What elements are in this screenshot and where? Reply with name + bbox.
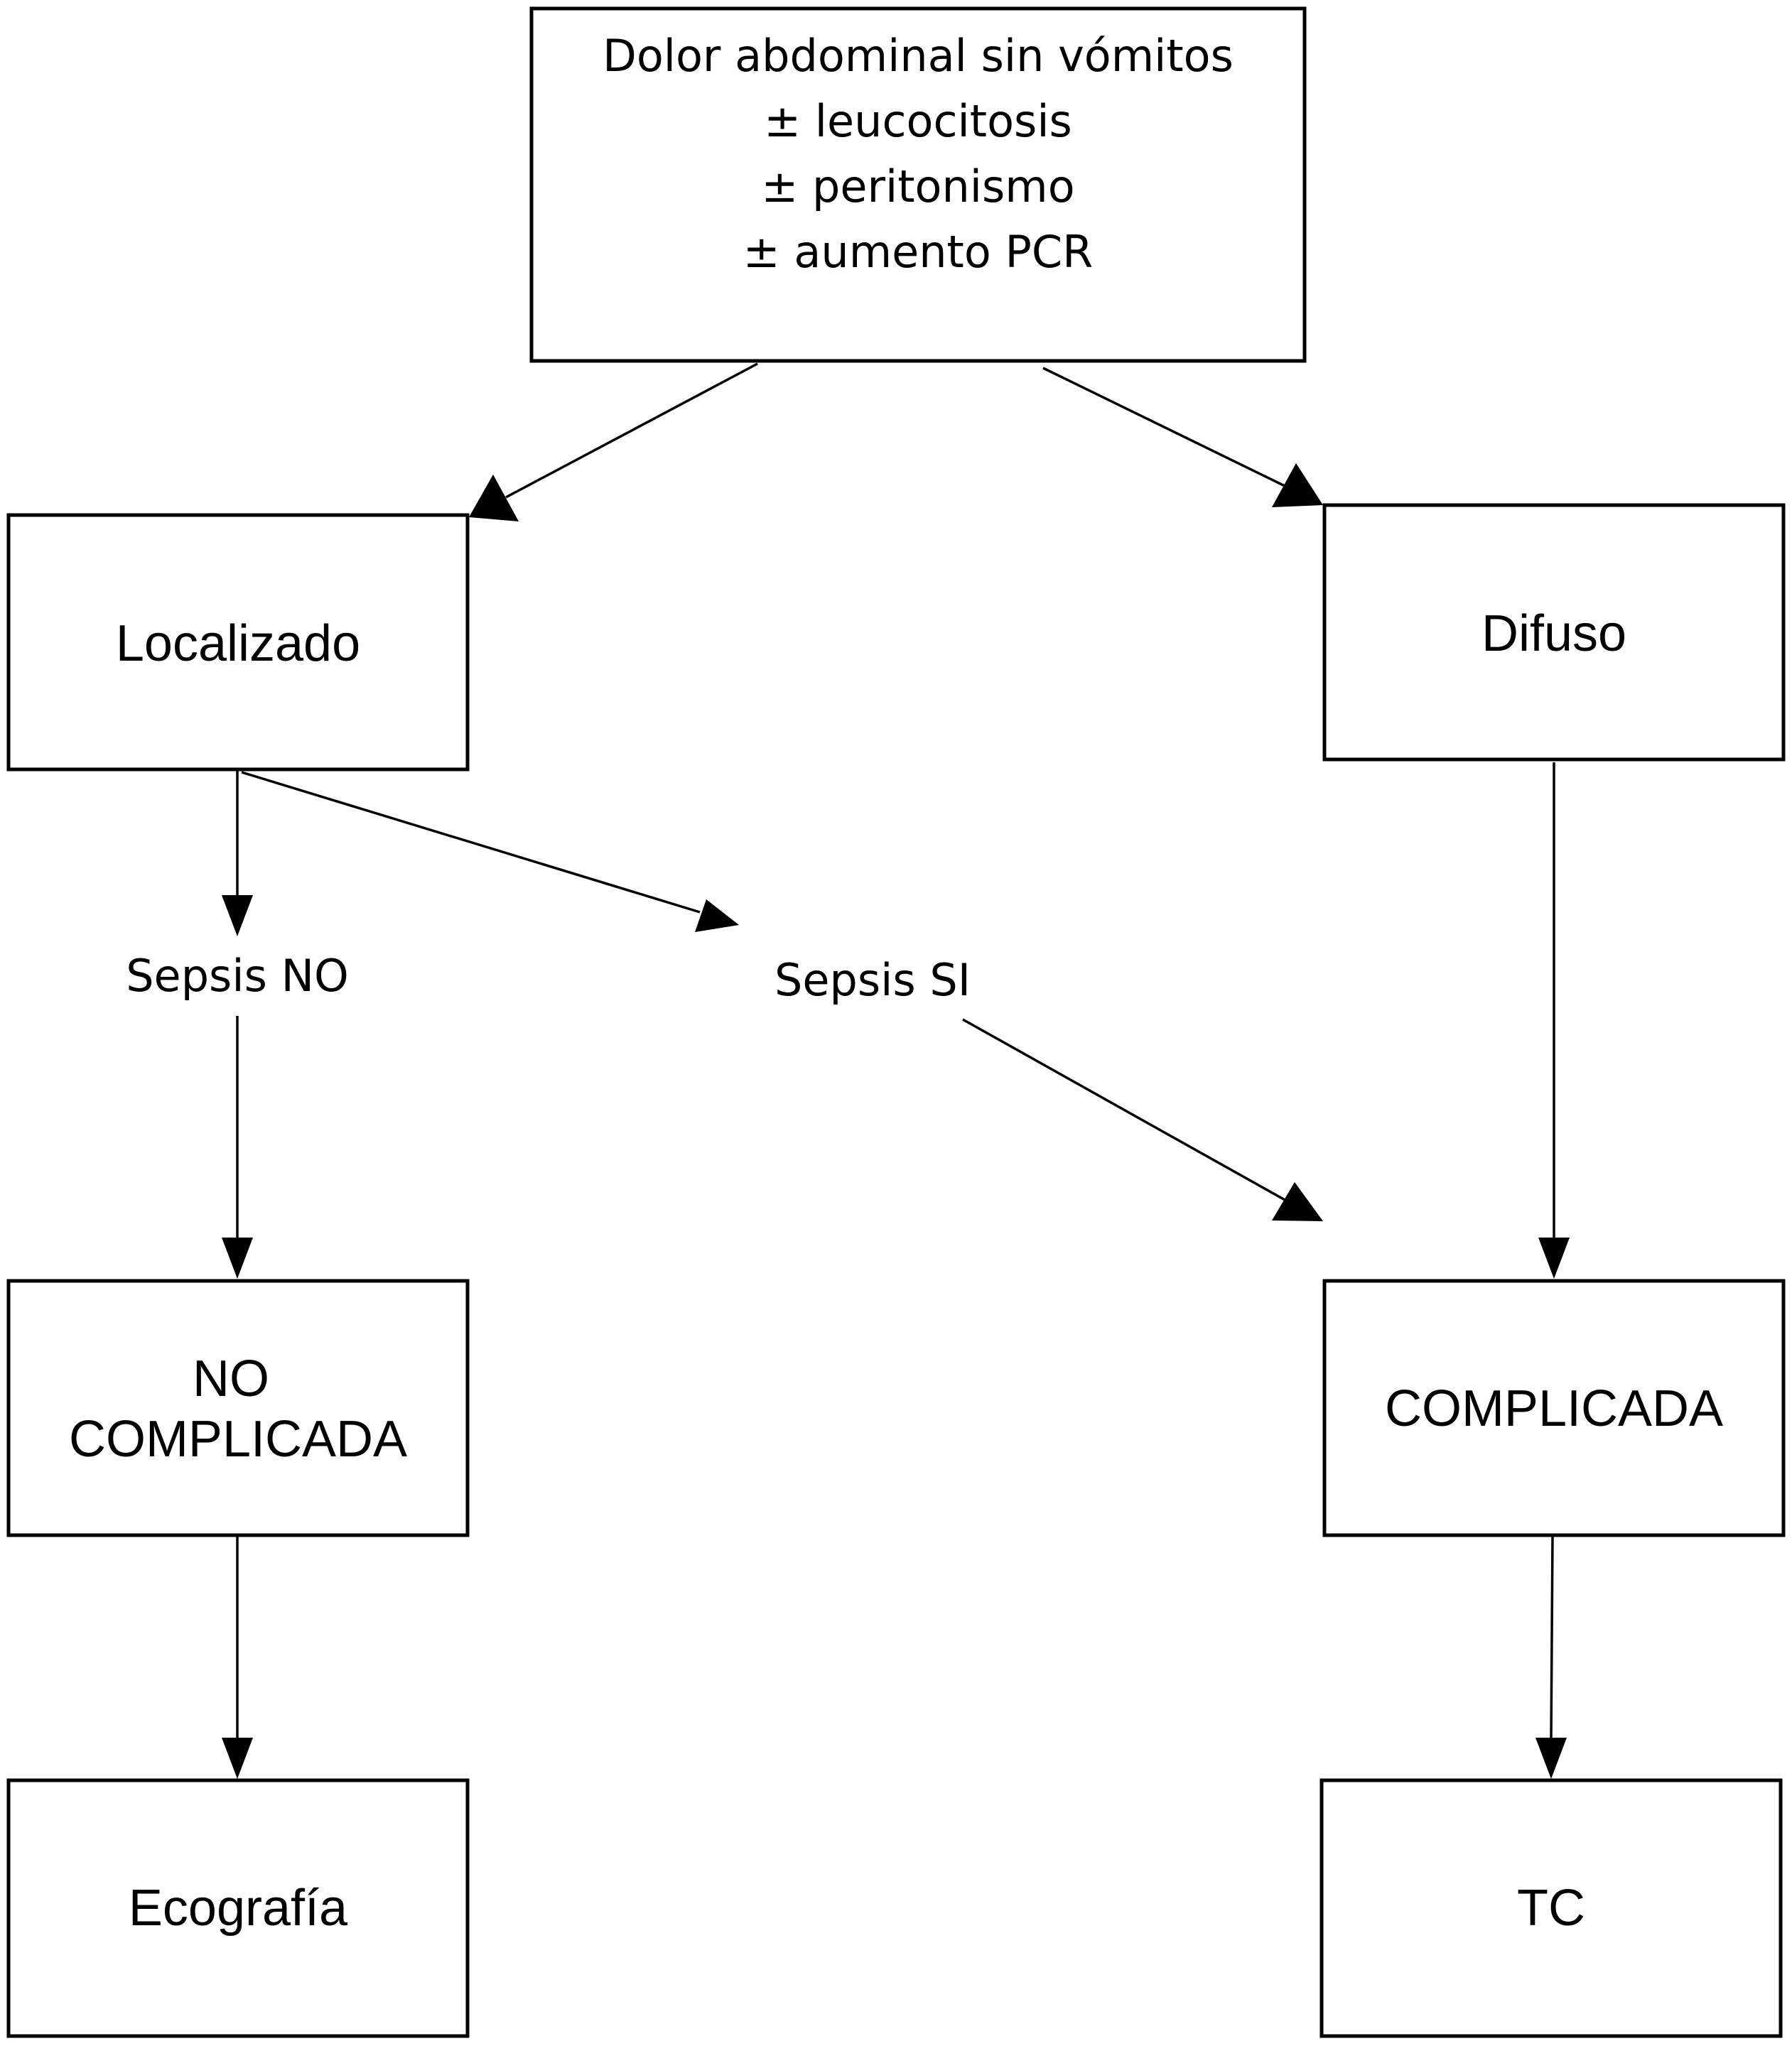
no-complicada-node-line-1: NO	[193, 1351, 269, 1407]
arrowhead-icon	[469, 475, 519, 521]
complicada-node-label: COMPLICADA	[1385, 1380, 1723, 1437]
edge-no-complicada-to-ecografia	[222, 1537, 253, 1779]
start-node-line-4: ± aumento PCR	[743, 226, 1094, 278]
difuso-node-box	[1322, 503, 1786, 762]
complicada-node-box	[1322, 1279, 1786, 1537]
ecografia-node-box	[6, 1778, 470, 2038]
edge-difuso-to-complicada	[1538, 762, 1570, 1279]
edge-localizado-to-sepsis-no	[222, 771, 253, 936]
edge-sepsis-si-to-complicada	[962, 1018, 1323, 1221]
start-node-line-1: Dolor abdominal sin vómitos	[603, 30, 1234, 82]
no-complicada-node-line-2: COMPLICADA	[69, 1411, 407, 1468]
localizado-node-box	[6, 513, 470, 772]
arrowhead-icon	[1535, 1738, 1567, 1779]
difuso-node: Difuso	[1322, 503, 1786, 762]
edge-localizado-to-sepsis-si	[241, 771, 739, 932]
arrowhead-icon	[222, 1738, 253, 1779]
arrowhead-icon	[222, 895, 253, 936]
arrowhead-icon	[222, 1238, 253, 1279]
no-complicada-node: NO COMPLICADA	[6, 1279, 470, 1537]
difuso-node-label: Difuso	[1481, 605, 1626, 662]
start-node-line-3: ± peritonismo	[761, 161, 1074, 212]
localizado-node: Localizado	[6, 513, 470, 772]
edge-sepsis-no-to-no-complicada	[222, 1016, 253, 1279]
ecografia-node: Ecografía	[6, 1778, 470, 2038]
edge-complicada-to-tc	[1535, 1536, 1567, 1779]
sepsis-no-label: Sepsis NO	[126, 950, 349, 1002]
tc-node: TC	[1319, 1778, 1783, 2038]
arrowhead-icon	[1272, 463, 1323, 507]
sepsis-si-label: Sepsis SI	[774, 954, 971, 1006]
arrowhead-icon	[695, 899, 739, 932]
start-node: Dolor abdominal sin vómitos ± leucocitos…	[529, 6, 1307, 363]
complicada-node: COMPLICADA	[1322, 1279, 1786, 1537]
tc-node-box	[1319, 1778, 1783, 2038]
no-complicada-node-box	[6, 1279, 470, 1537]
arrowhead-icon	[1538, 1238, 1570, 1279]
arrowhead-icon	[1272, 1182, 1323, 1221]
tc-node-label: TC	[1517, 1880, 1585, 1937]
edge-start-to-difuso	[1042, 367, 1323, 507]
ecografia-node-label: Ecografía	[129, 1880, 348, 1937]
edge-start-to-localizado	[469, 362, 758, 521]
localizado-node-label: Localizado	[116, 615, 360, 672]
start-node-box	[529, 6, 1307, 363]
start-node-line-2: ± leucocitosis	[764, 95, 1072, 147]
